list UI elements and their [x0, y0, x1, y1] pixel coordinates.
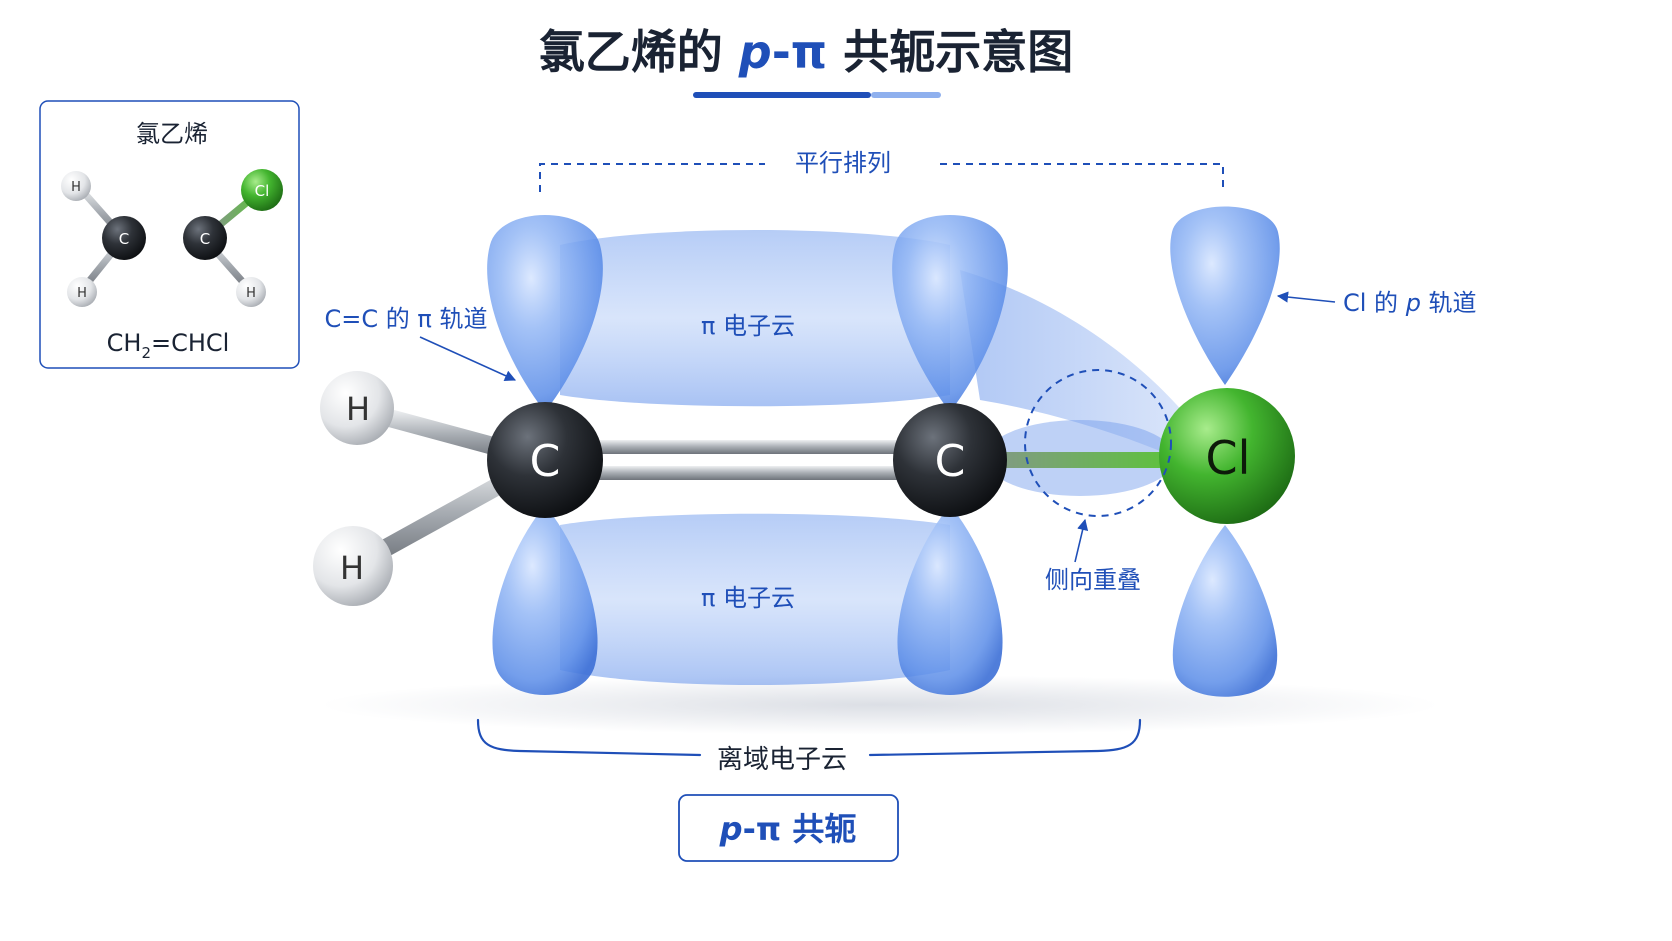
delocalized-label: 离域电子云 — [717, 745, 847, 775]
orbital-lobe-lower — [1172, 525, 1278, 697]
inset-atom-cl — [241, 169, 283, 211]
floor-shadow — [320, 675, 1440, 735]
inset-heading: 氯乙烯 — [136, 120, 208, 148]
parallel-label: 平行排列 — [795, 149, 891, 177]
orbital-lobe-upper — [1170, 206, 1280, 385]
result-box: p-π 共轭 — [678, 794, 899, 862]
atom-h-lower-label: H — [340, 549, 364, 587]
title-dash-pi: -π — [772, 25, 827, 79]
callout-cl-p-italic: p — [1405, 289, 1421, 317]
callout-cc-pi-orbital: C=C 的 π 轨道 — [325, 305, 517, 381]
bond-c-cl — [950, 452, 1180, 468]
pi-clouds — [560, 230, 1190, 685]
title-underline-strong — [693, 92, 871, 98]
parallel-bracket: 平行排列 — [539, 149, 1224, 192]
inset-formula-sub: 2 — [141, 344, 151, 362]
inset-atom-h-label: H — [246, 286, 256, 301]
p-orbital-cl — [1170, 206, 1280, 697]
inset-panel: 氯乙烯 H H H C C Cl CH2=CHCl — [39, 100, 300, 369]
atoms: H H C C Cl — [313, 371, 1295, 606]
orbital-lobe-upper — [487, 215, 603, 412]
atom-h-lower — [313, 526, 393, 606]
delocalized-brace: 离域电子云 — [476, 718, 1142, 775]
result-box-label: p-π 共轭 — [719, 810, 857, 848]
title-suffix: 共轭示意图 — [827, 25, 1073, 79]
inset-atom-c-label: C — [119, 230, 129, 248]
title-group: 氯乙烯的 p-π 共轭示意图 — [539, 25, 1073, 98]
result-box-italic-p: p — [719, 810, 743, 848]
parallel-bracket-left — [539, 163, 765, 192]
atom-c-right — [893, 403, 1007, 517]
inset-atom-h — [67, 277, 97, 307]
orbital-lobe-lower — [492, 505, 598, 695]
callout-cl-p-pre: Cl 的 — [1343, 289, 1406, 317]
orbital-lobe-lower — [897, 505, 1003, 695]
callout-cl-p-orbital: Cl 的 p 轨道 — [1276, 289, 1477, 317]
overlap-bridge — [960, 270, 1190, 455]
callout-side-overlap-arrow — [1074, 518, 1089, 563]
inset-molecule: H H H C C Cl — [61, 169, 283, 307]
brace-right — [868, 718, 1142, 757]
inset-atom-cl-label: Cl — [255, 182, 270, 200]
inset-atom-c — [183, 216, 227, 260]
title-underline-light — [871, 92, 941, 98]
title-prefix: 氯乙烯的 — [539, 25, 739, 79]
atom-c-right-label: C — [935, 436, 966, 487]
pi-cloud-label-lower: π 电子云 — [701, 584, 795, 612]
brace-left — [476, 718, 702, 757]
callout-cc-pi-arrow — [419, 336, 517, 381]
inset-atom-h — [236, 277, 266, 307]
callout-cc-pi-label: C=C 的 π 轨道 — [325, 305, 488, 333]
callout-cl-p-arrow — [1276, 291, 1336, 303]
pi-cloud-upper — [560, 230, 950, 407]
p-orbital-c1 — [487, 215, 603, 695]
p-orbital-c2 — [892, 215, 1008, 695]
double-bond-lower — [545, 466, 950, 480]
callout-cl-p-label: Cl 的 p 轨道 — [1343, 289, 1477, 317]
atom-c-left-label: C — [530, 436, 561, 487]
inset-atom-h-label: H — [71, 180, 81, 195]
atom-h-upper — [320, 371, 394, 445]
inset-atom-h — [61, 171, 91, 201]
title-italic-p: p — [738, 25, 772, 79]
pi-cloud-lower — [560, 513, 950, 685]
inset-atom-h-label: H — [77, 286, 87, 301]
atom-cl-label: Cl — [1206, 431, 1251, 485]
inset-atom-c — [102, 216, 146, 260]
inset-atom-c-label: C — [200, 230, 210, 248]
result-box-border — [678, 794, 899, 862]
inset-formula-post: =CHCl — [151, 329, 229, 357]
inset-formula-pre: CH — [107, 329, 142, 357]
double-bond-upper — [545, 440, 950, 454]
orbital-lobe-upper — [892, 215, 1008, 412]
atom-h-upper-label: H — [346, 390, 370, 428]
inset-formula: CH2=CHCl — [107, 329, 230, 362]
callout-cl-p-post: 轨道 — [1421, 289, 1477, 317]
parallel-bracket-right — [940, 163, 1224, 192]
page-title: 氯乙烯的 p-π 共轭示意图 — [539, 25, 1073, 79]
result-box-rest: -π 共轭 — [743, 810, 857, 848]
atom-cl — [1159, 388, 1295, 524]
pi-cloud-label-upper: π 电子云 — [701, 312, 795, 340]
callout-side-overlap-label: 侧向重叠 — [1045, 566, 1141, 594]
overlap-highlight-circle — [1024, 369, 1172, 517]
atom-c-left — [487, 402, 603, 518]
callout-side-overlap: 侧向重叠 — [1045, 518, 1141, 594]
